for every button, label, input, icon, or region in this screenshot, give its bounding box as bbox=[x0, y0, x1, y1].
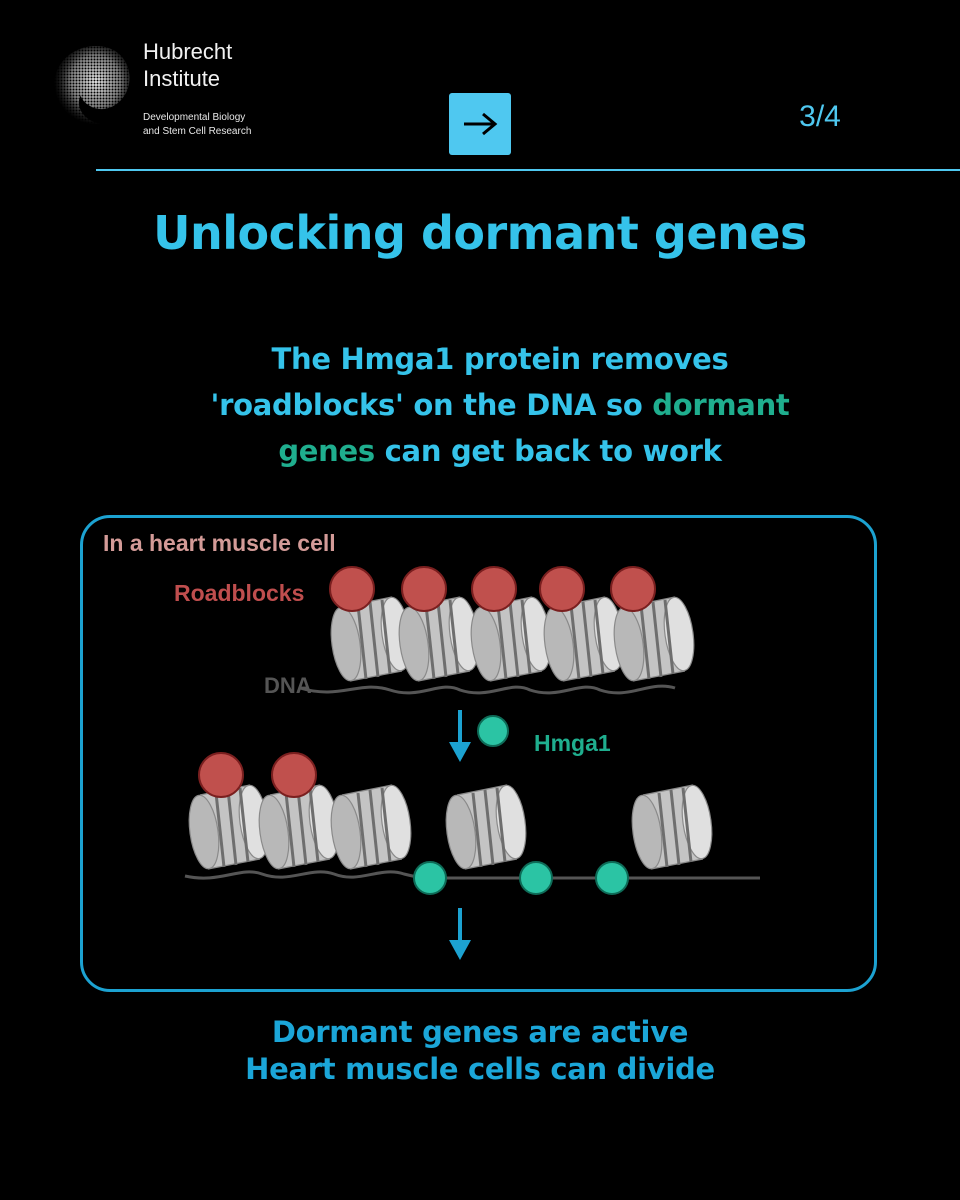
nucleosome bbox=[440, 781, 532, 873]
roadblock bbox=[610, 566, 656, 612]
result-text: Dormant genes are active Heart muscle ce… bbox=[0, 1014, 960, 1088]
hmga1-protein bbox=[595, 861, 629, 895]
hmga1-protein bbox=[477, 715, 509, 747]
diagram-panel bbox=[80, 515, 877, 992]
dna-label: DNA bbox=[264, 673, 312, 698]
hmga1-label: Hmga1 bbox=[534, 730, 611, 756]
roadblock bbox=[271, 752, 317, 798]
org-name: Hubrecht Institute bbox=[143, 38, 232, 92]
nucleosome bbox=[393, 593, 485, 685]
subtitle-line1: The Hmga1 protein removes bbox=[271, 342, 729, 376]
roadblocks-label: Roadblocks bbox=[174, 580, 305, 606]
org-name-line2: Institute bbox=[143, 66, 221, 91]
subtitle-line3-b: can get back to work bbox=[374, 434, 722, 468]
page-indicator: 3/4 bbox=[799, 100, 841, 133]
result-line2: Heart muscle cells can divide bbox=[245, 1052, 715, 1086]
roadblock bbox=[401, 566, 447, 612]
org-subtitle-line1: Developmental Biology bbox=[143, 112, 246, 123]
subtitle-line3-highlight: genes bbox=[278, 434, 375, 468]
header-divider bbox=[96, 169, 960, 171]
nucleosome bbox=[465, 593, 557, 685]
dna-strand-bottom bbox=[184, 870, 760, 880]
nucleosome bbox=[626, 781, 718, 873]
hmga1-protein bbox=[413, 861, 447, 895]
hmga1-protein bbox=[519, 861, 553, 895]
subtitle-line2-a: 'roadblocks' on the DNA so bbox=[210, 388, 653, 422]
subtitle: The Hmga1 protein removes 'roadblocks' o… bbox=[150, 336, 850, 474]
nucleosome bbox=[325, 781, 417, 873]
org-name-line1: Hubrecht bbox=[143, 39, 233, 64]
page-title: Unlocking dormant genes bbox=[153, 206, 807, 260]
result-line1: Dormant genes are active bbox=[271, 1015, 689, 1049]
org-subtitle: Developmental Biology and Stem Cell Rese… bbox=[143, 111, 251, 139]
org-subtitle-line2: and Stem Cell Research bbox=[143, 126, 252, 137]
roadblock bbox=[198, 752, 244, 798]
panel-label: In a heart muscle cell bbox=[103, 530, 336, 556]
hubrecht-logo bbox=[54, 46, 130, 125]
roadblock bbox=[471, 566, 517, 612]
arrow-right-icon bbox=[464, 112, 498, 136]
next-slide-button[interactable] bbox=[449, 93, 511, 155]
roadblock bbox=[329, 566, 375, 612]
roadblock bbox=[539, 566, 585, 612]
subtitle-line2-highlight: dormant bbox=[652, 388, 790, 422]
dna-strand-top bbox=[299, 684, 676, 695]
